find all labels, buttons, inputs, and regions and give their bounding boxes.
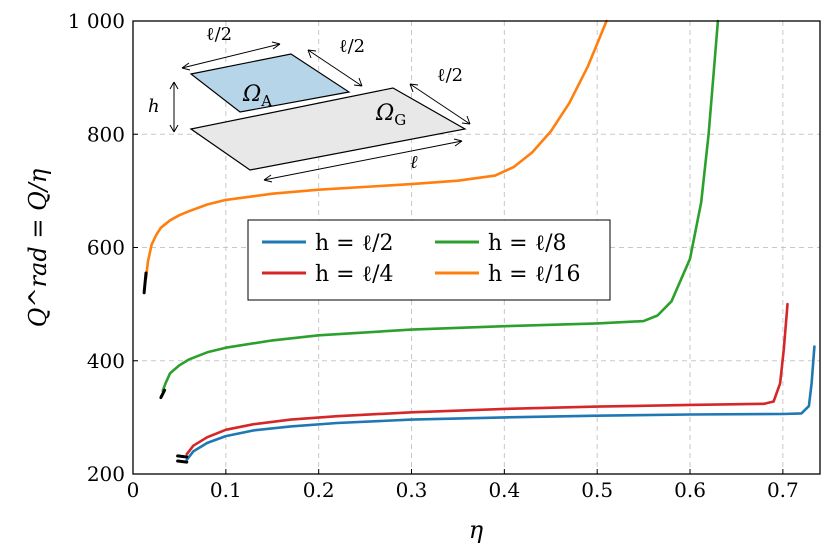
dim-half-right-label: ℓ/2 [339, 36, 365, 57]
x-tick-label: 0.7 [767, 478, 799, 502]
series-line-2 [185, 302, 789, 456]
y-tick-label: 200 [87, 462, 125, 486]
x-tick-label: 0.1 [210, 478, 242, 502]
absorber-plate [189, 53, 351, 113]
dim-half-side-label: ℓ/2 [437, 65, 463, 86]
dim-half-top-label: ℓ/2 [206, 24, 232, 45]
dim-half-right-arrows [307, 49, 363, 87]
axis-ticks: 0 0.1 0.2 0.3 0.4 0.5 0.6 0.7 200 400 600 800 1 000 [68, 9, 799, 502]
y-tick-label: 400 [87, 349, 125, 373]
dim-height-arrows [169, 81, 179, 133]
legend-label-1: h = ℓ/2 [315, 231, 394, 256]
x-tick-label: 0 [127, 478, 140, 502]
x-tick-label: 0.5 [581, 478, 613, 502]
x-tick-label: 0.3 [396, 478, 428, 502]
series-line-1 [185, 345, 816, 462]
ground-plate [189, 87, 467, 171]
dim-half-side-arrows [409, 83, 471, 125]
legend: h = ℓ/2 h = ℓ/4 h = ℓ/8 h = ℓ/16 [247, 219, 611, 301]
y-axis-label: Q^rad = Q/η [24, 168, 52, 327]
start-marker [176, 459, 189, 464]
x-axis-label: η [469, 516, 484, 544]
x-tick-label: 0.2 [303, 478, 335, 502]
dim-full-label: ℓ [410, 152, 418, 173]
dim-height-label: h [148, 96, 160, 117]
dim-half-top [181, 43, 281, 69]
legend-label-3: h = ℓ/8 [488, 231, 567, 256]
series-line-4 [144, 19, 608, 280]
start-marker [142, 271, 148, 295]
series-line-3 [161, 19, 720, 393]
legend-label-4: h = ℓ/16 [488, 262, 581, 287]
dim-half-top-arrows [181, 41, 281, 71]
dim-half-side [409, 83, 471, 125]
legend-label-2: h = ℓ/4 [315, 262, 394, 287]
start-markers [142, 271, 189, 464]
y-tick-label: 800 [87, 122, 125, 146]
y-tick-label: 1 000 [68, 9, 125, 33]
inset-schematic: ℓ/2 ℓ/2 ℓ/2 ℓ h ΩA ΩG [148, 24, 471, 183]
start-marker [159, 388, 167, 400]
omega-g-label: ΩG [375, 101, 406, 129]
legend-box [247, 219, 611, 301]
dim-full [263, 140, 463, 181]
y-tick-label: 600 [87, 236, 125, 260]
x-tick-label: 0.4 [488, 478, 520, 502]
start-marker [176, 454, 189, 459]
x-tick-label: 0.6 [674, 478, 706, 502]
dim-half-right [307, 49, 363, 87]
dim-full-arrows [263, 138, 463, 183]
omega-a-label: ΩA [242, 82, 272, 110]
series-lines [144, 19, 816, 462]
